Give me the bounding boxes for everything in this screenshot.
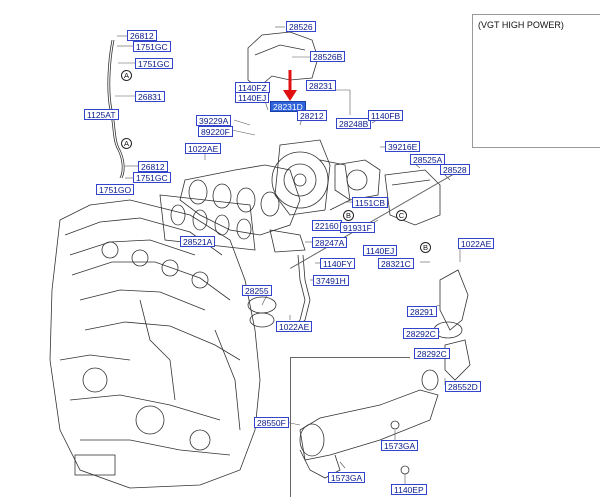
part-label-1022AE-2[interactable]: 1022AE	[458, 238, 495, 249]
inset-frame	[472, 14, 600, 148]
part-label-28525A[interactable]: 28525A	[410, 154, 446, 165]
part-label-26831[interactable]: 26831	[135, 91, 165, 102]
inset-title: (VGT HIGH POWER)	[478, 20, 564, 30]
part-label-28521A[interactable]: 28521A	[180, 236, 216, 247]
part-label-39229A[interactable]: 39229A	[196, 115, 232, 126]
part-label-1140EP[interactable]: 1140EP	[391, 484, 427, 495]
turbocharger-drawing	[269, 139, 351, 253]
part-label-1751GC-2[interactable]: 1751GC	[135, 58, 173, 69]
part-label-1151CB[interactable]: 1151CB	[352, 197, 389, 208]
part-label-39216E[interactable]: 39216E	[385, 141, 421, 152]
part-label-28550F[interactable]: 28550F	[254, 417, 289, 428]
part-label-1125AT[interactable]: 1125AT	[84, 109, 119, 120]
part-label-28291[interactable]: 28291	[407, 306, 437, 317]
part-label-1140EJ-2[interactable]: 1140EJ	[363, 245, 398, 256]
part-label-28231D[interactable]: 28231D	[270, 101, 306, 112]
callout-b-1: B	[343, 210, 354, 221]
part-label-1573GA-1[interactable]: 1573GA	[328, 472, 366, 483]
part-label-22160[interactable]: 22160	[312, 220, 342, 231]
part-label-28526[interactable]: 28526	[286, 21, 316, 32]
part-label-1751GC-3[interactable]: 1751GC	[133, 172, 171, 183]
oil-feed-line	[107, 39, 123, 179]
callout-c-1: C	[396, 210, 407, 221]
part-label-1140FB[interactable]: 1140FB	[368, 110, 404, 121]
turbo-heat-shield-drawing	[384, 169, 441, 226]
part-label-91931F[interactable]: 91931F	[340, 222, 375, 233]
part-label-28292C-2[interactable]: 28292C	[414, 348, 450, 359]
part-label-1573GA-2[interactable]: 1573GA	[381, 440, 419, 451]
callout-b-2: B	[420, 242, 431, 253]
part-label-28292C-1[interactable]: 28292C	[403, 328, 439, 339]
intake-hose-drawing	[299, 269, 471, 479]
part-label-1022AE-3[interactable]: 1022AE	[276, 321, 313, 332]
part-label-28212[interactable]: 28212	[297, 110, 327, 121]
part-label-28526B[interactable]: 28526B	[310, 51, 346, 62]
exhaust-manifold-drawing	[179, 164, 301, 236]
part-label-1022AE-1[interactable]: 1022AE	[185, 143, 222, 154]
highlight-arrow	[283, 70, 297, 101]
part-label-28528[interactable]: 28528	[440, 164, 470, 175]
engine-block-drawing	[49, 199, 261, 489]
part-label-26812-mid[interactable]: 26812	[138, 161, 168, 172]
hose-group-bracket	[290, 357, 410, 497]
part-label-37491H[interactable]: 37491H	[313, 275, 349, 286]
part-label-28552D[interactable]: 28552D	[445, 381, 481, 392]
part-label-26812-top[interactable]: 26812	[127, 30, 157, 41]
part-label-28247A[interactable]: 28247A	[312, 237, 348, 248]
callout-a-2: A	[121, 138, 132, 149]
actuator-drawing	[334, 159, 381, 201]
callout-a-1: A	[121, 70, 132, 81]
part-label-28231[interactable]: 28231	[306, 80, 336, 91]
part-label-28248B[interactable]: 28248B	[336, 118, 372, 129]
part-label-28255[interactable]: 28255	[242, 285, 272, 296]
part-label-89220F[interactable]: 89220F	[198, 126, 233, 137]
part-label-1140EJ[interactable]: 1140EJ	[235, 92, 270, 103]
manifold-gasket-drawing	[159, 194, 256, 251]
part-label-1751GC-1[interactable]: 1751GC	[133, 41, 171, 52]
part-label-1751GO[interactable]: 1751GO	[96, 184, 135, 195]
part-label-28321C[interactable]: 28321C	[378, 258, 414, 269]
part-label-1140FY[interactable]: 1140FY	[320, 258, 356, 269]
